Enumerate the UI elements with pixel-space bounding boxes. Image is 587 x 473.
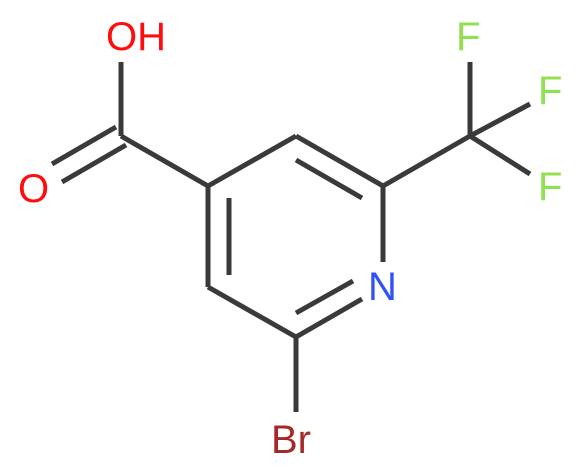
bond-layer [50,62,532,412]
bond-c6-c5-inner [294,157,364,201]
atom-o-carbonyl: O [18,167,49,211]
bond-c6-cf3 [381,133,472,189]
atom-layer: OH O N Br F F F [18,15,562,462]
atom-br: Br [271,418,311,462]
atom-f-top: F [456,15,480,59]
bond-ccooh-o-a [60,142,128,185]
bond-c3-c2 [206,284,298,340]
atom-f-lower: F [538,165,562,209]
bond-c5-c4 [206,133,298,189]
atom-f-right: F [538,69,562,113]
atom-n-ring: N [368,265,397,309]
atom-oh: OH [106,15,166,59]
bond-ccooh-o-b [50,124,118,167]
bond-c2-n-inner [294,278,355,316]
bond-cf3-f-right [468,101,532,139]
bond-cf3-f-lower [468,133,532,177]
bond-c4-ccooh [119,133,210,189]
bond-c2-n [294,296,364,340]
bond-c6-c5 [294,133,385,189]
